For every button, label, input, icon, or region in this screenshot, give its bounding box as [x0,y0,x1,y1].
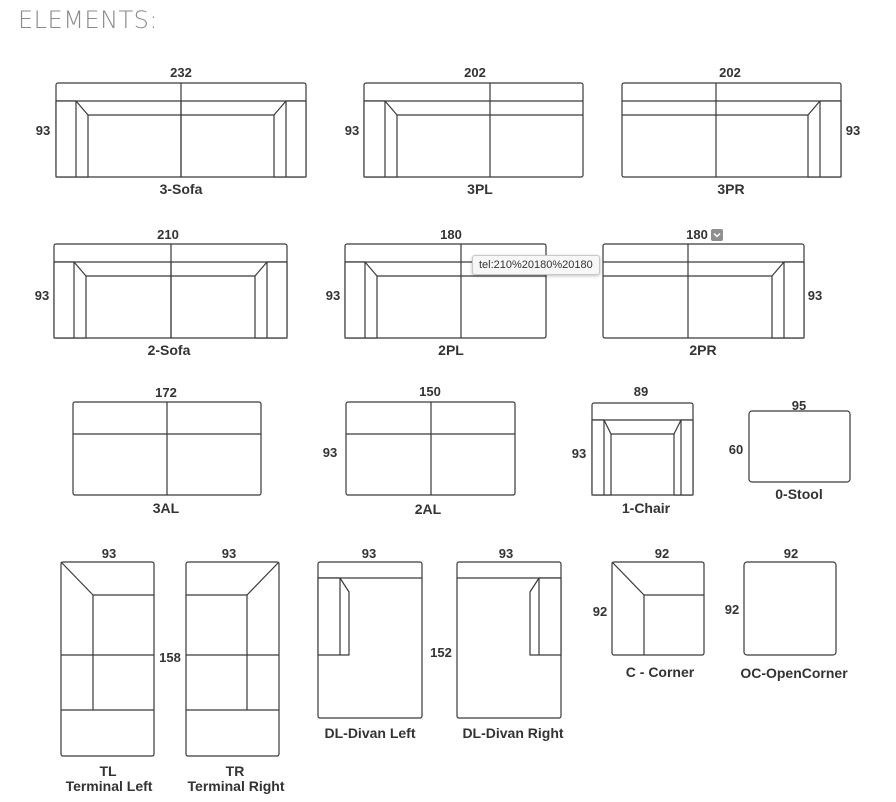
element-label: 2AL [415,501,442,517]
element-label: DL-Divan Right [462,725,563,741]
element-label: Terminal Left [66,778,153,794]
element-1-chair[interactable]: 89 93 1-Chair [572,384,694,516]
element-label: 2PL [438,342,464,358]
width-dimension: 150 [419,384,441,399]
element-0-stool[interactable]: 95 60 0-Stool [729,398,851,502]
depth-dimension: 158 [159,650,181,665]
element-corner[interactable]: 92 92 C - Corner [593,546,705,680]
depth-dimension: 93 [323,445,337,460]
element-label: 1-Chair [622,500,671,516]
depth-dimension: 93 [36,123,50,138]
depth-dimension: 92 [725,602,739,617]
page-title: ELEMENTS: [18,6,159,34]
width-dimension: 172 [155,385,177,400]
element-label: 2PR [689,342,716,358]
width-dimension: 93 [222,546,236,561]
element-2-sofa[interactable]: 210 93 2-Sofa [35,227,288,358]
depth-dimension: 93 [35,288,49,303]
element-label: 3PR [717,181,744,197]
depth-dimension: 152 [430,645,452,660]
element-3-sofa[interactable]: 232 93 3-Sofa [36,65,307,197]
element-terminal-right[interactable]: 93 158 TR Terminal Right [159,546,285,794]
element-label: 3-Sofa [160,181,203,197]
width-dimension: 95 [792,398,806,413]
element-open-corner[interactable]: 92 92 OC-OpenCorner [725,546,848,681]
depth-dimension: 93 [808,288,822,303]
width-dimension: 92 [784,546,798,561]
element-3al[interactable]: 172 3AL [72,385,262,516]
depth-dimension: 93 [326,288,340,303]
element-label: Terminal Right [188,778,285,794]
element-3pr[interactable]: 202 93 3PR [621,65,860,197]
width-dimension: 89 [634,384,648,399]
depth-dimension: 93 [572,446,586,461]
element-label: OC-OpenCorner [740,665,848,681]
element-terminal-left[interactable]: 93 TL Terminal Left [60,546,155,794]
width-dimension: 210 [157,227,179,242]
width-dimension: 92 [655,546,669,561]
width-dimension: 202 [719,65,741,80]
element-label: DL-Divan Left [325,725,416,741]
depth-dimension: 93 [846,123,860,138]
element-2pl[interactable]: 180 93 2PL [326,227,547,358]
element-divan-right[interactable]: 93 152 DL-Divan Right [430,546,564,741]
depth-dimension: 92 [593,604,607,619]
width-dimension: 232 [170,65,192,80]
element-2al[interactable]: 150 93 2AL [323,384,516,517]
width-dimension: 93 [362,546,376,561]
element-divan-left[interactable]: 93 DL-Divan Left [317,546,423,741]
width-dimension: 180 [686,227,708,242]
element-label: 2-Sofa [148,342,191,358]
element-code: TR [226,763,245,779]
element-code: TL [99,763,117,779]
depth-dimension: 93 [345,123,359,138]
element-label: 0-Stool [775,486,822,502]
element-label: 3PL [467,181,493,197]
depth-dimension: 60 [729,442,743,457]
element-2pr[interactable]: 180 93 2PR [602,227,822,358]
width-dimension: 180 [440,227,462,242]
width-dimension: 93 [102,546,116,561]
width-dimension: 93 [499,546,513,561]
element-3pl[interactable]: 202 93 3PL [345,65,584,197]
phone-link-tooltip: tel:210%20180%20180 [472,255,600,275]
width-dimension: 202 [464,65,486,80]
chevron-down-icon[interactable] [711,229,723,241]
element-label: C - Corner [626,664,695,680]
element-label: 3AL [153,500,180,516]
